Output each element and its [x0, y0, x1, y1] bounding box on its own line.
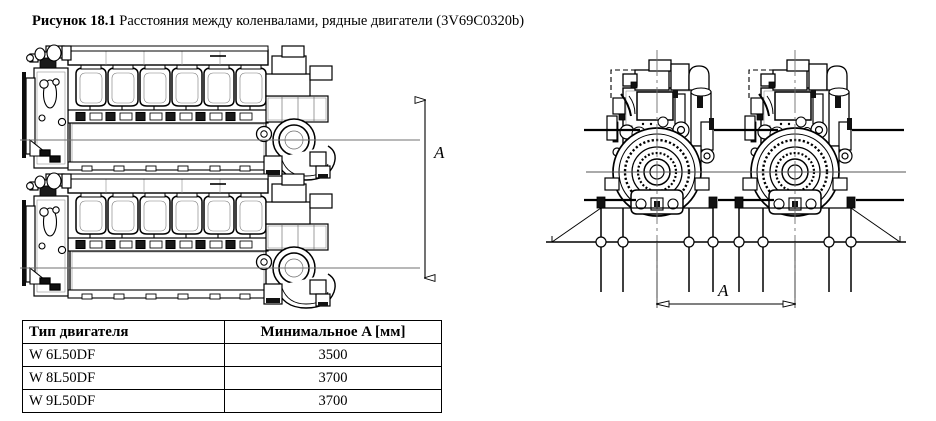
table-cell-minimum-a: 3500 — [224, 343, 442, 367]
drawing-svg: A — [20, 44, 906, 309]
table-row: W 9L50DF 3700 — [22, 389, 442, 413]
table-cell-minimum-a: 3700 — [224, 366, 442, 390]
dimension-a-horizontal: A — [657, 281, 795, 304]
table-cell-engine-type: W 9L50DF — [22, 389, 225, 413]
technical-drawing: A — [0, 30, 936, 320]
dimension-a-horizontal-label: A — [717, 281, 729, 300]
engine-distance-table: Тип двигателя Минимальное A [мм] W 6L50D… — [22, 320, 442, 413]
foundation-slopes — [551, 207, 901, 243]
table-cell-engine-type: W 8L50DF — [22, 366, 225, 390]
engine-side-view-bottom — [20, 172, 420, 309]
holding-down-bolts — [595, 196, 857, 292]
dimension-extension-lines — [656, 242, 796, 308]
figure-title: Расстояния между коленвалами, рядные дви… — [115, 13, 525, 29]
dimension-a-vertical-label: A — [433, 143, 445, 162]
engine-side-view-top — [20, 44, 420, 181]
dimension-a-vertical: A — [425, 100, 445, 278]
table-header-row: Тип двигателя Минимальное A [мм] — [22, 320, 442, 344]
table-row: W 6L50DF 3500 — [22, 343, 442, 367]
front-view-engine-right — [741, 50, 854, 308]
table-cell-engine-type: W 6L50DF — [22, 343, 225, 367]
front-view-engine-left — [603, 50, 716, 308]
figure-number: Рисунок 18.1 — [32, 13, 116, 29]
table-cell-minimum-a: 3700 — [224, 389, 442, 413]
table-header-minimum-a: Минимальное A [мм] — [224, 320, 442, 344]
table-row: W 8L50DF 3700 — [22, 366, 442, 390]
table-header-engine-type: Тип двигателя — [22, 320, 225, 344]
twin-engine-front-view — [546, 50, 906, 308]
figure-caption: Рисунок 18.1 Расстояния между коленвалам… — [32, 12, 524, 30]
